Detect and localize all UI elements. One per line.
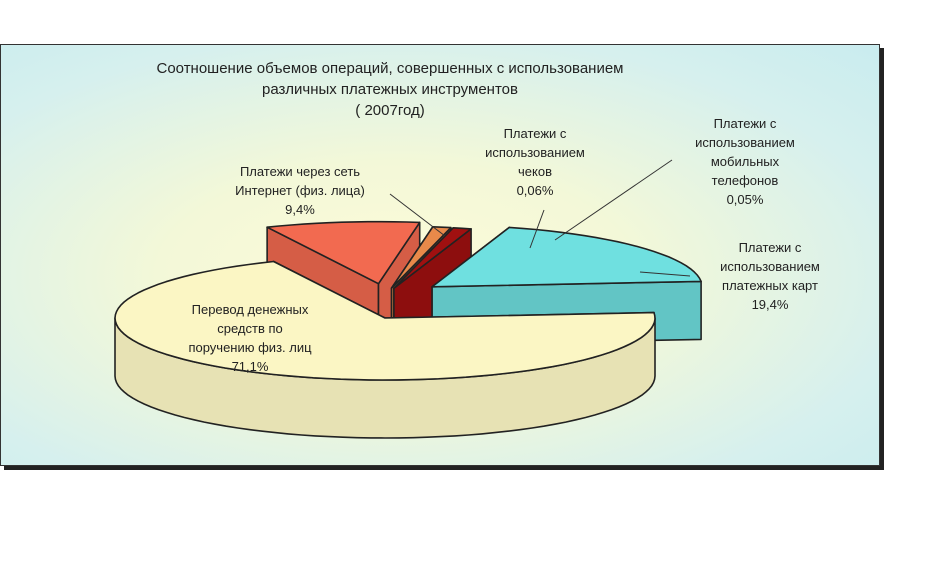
label-text: Платежи с [713,116,777,131]
slice-cards-top [431,226,702,288]
label-value: 0,06% [516,183,554,198]
label-internet: Платежи через сеть Интернет (физ. лица) … [205,162,395,219]
label-text: телефонов [711,173,779,188]
label-value: 9,4% [285,202,315,217]
label-cards: Платежи с использованием платежных карт … [690,238,850,314]
chart-title: Соотношение объемов операций, совершенны… [100,58,680,121]
slice-internet-top [266,220,421,285]
label-checks: Платежи с использованием чеков 0,06% [455,124,615,200]
label-text: Перевод денежных [191,302,309,317]
leader-line-checks [529,209,545,249]
label-text: Платежи через сеть [239,164,361,179]
label-text: Платежи с [738,240,802,255]
leader-line-mobile [554,159,673,241]
label-mobile: Платежи с использованием мобильных телеф… [665,114,825,209]
label-text: чеков [518,164,552,179]
label-text: использованием [720,259,820,274]
slice-mobile-top [393,227,472,290]
label-value: 71,1% [231,359,269,374]
slice-transfers-top [114,260,656,381]
title-line: ( 2007год) [355,102,425,119]
title-line: различных платежных инструментов [262,81,518,98]
label-value: 19,4% [751,297,789,312]
label-text: использованием [695,135,795,150]
label-text: Интернет (физ. лица) [235,183,365,198]
slice-checks-top [390,226,452,289]
leader-line-internet [389,193,446,237]
title-line: Соотношение объемов операций, совершенны… [156,60,624,77]
leader-line-cards [639,271,691,277]
label-text: поручению физ. лиц [188,340,312,355]
label-transfers: Перевод денежных средств по поручению фи… [140,300,360,376]
label-text: мобильных [710,154,780,169]
label-text: средств по [217,321,283,336]
label-text: Платежи с [503,126,567,141]
label-text: платежных карт [722,278,818,293]
label-value: 0,05% [726,192,764,207]
label-text: использованием [485,145,585,160]
